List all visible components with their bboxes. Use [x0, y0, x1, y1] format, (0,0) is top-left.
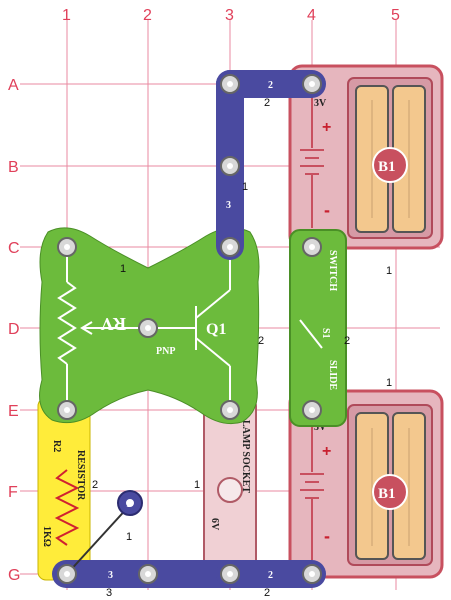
wire-vertical-number: 3 [226, 200, 231, 211]
battery-symbol-top [300, 96, 324, 228]
battery-minus-bottom: - [324, 526, 330, 546]
row-label-c: C [8, 240, 20, 257]
transistor-symbol [158, 256, 231, 402]
row-label-f: F [8, 484, 18, 501]
resistor-label: R2 [51, 440, 62, 452]
wire-top-below-number: 2 [264, 97, 270, 109]
battery-holder-top[interactable]: B1 3V + - [288, 64, 444, 250]
battery-minus-top: - [324, 200, 330, 220]
battery-plus-top: + [322, 119, 331, 136]
lamp-name: LAMP SOCKET [240, 420, 251, 493]
battery-label-disc-top [372, 147, 408, 183]
lamp-level-number: 1 [194, 479, 200, 491]
row-label-b: B [8, 159, 19, 176]
wire-bottom-left-number: 3 [108, 570, 113, 581]
column-label-1: 1 [62, 7, 71, 24]
resistor-level-number: 2 [92, 479, 98, 491]
row-label-d: D [8, 321, 20, 338]
column-label-4: 4 [307, 7, 316, 24]
wire-vertical-side-number: 1 [242, 181, 248, 193]
q1-type: PNP [156, 346, 175, 357]
probe-label: 1 [126, 499, 131, 510]
switch-level-number: 2 [344, 335, 350, 347]
rv-label: RV [101, 314, 126, 334]
wire-bottom-right-below-number: 2 [264, 587, 270, 599]
row-label-a: A [8, 77, 19, 94]
wire-bottom-right[interactable] [216, 560, 326, 588]
column-label-3: 3 [225, 7, 234, 24]
battery-label-top: B1 [378, 159, 396, 175]
lamp-socket[interactable]: LAMP SOCKET 6V [203, 397, 257, 581]
q1-label: Q1 [206, 321, 226, 338]
switch-kind: SLIDE [327, 360, 338, 390]
lamp-bulb [217, 477, 243, 503]
probe-level-number: 1 [126, 531, 132, 543]
wire-top-number: 2 [268, 80, 273, 91]
wire-bottom-left-below-number: 3 [106, 587, 112, 599]
battery-voltage-bottom: 3V [314, 422, 327, 433]
resistor-name: RESISTOR [75, 450, 86, 501]
battery-label-bottom: B1 [378, 486, 396, 502]
slide-switch-s1[interactable]: S1 SWITCH SLIDE [289, 229, 347, 427]
resistor-r2[interactable]: R2 RESISTOR 1KΩ [37, 397, 91, 581]
battery-plus-bottom: + [322, 443, 331, 460]
column-label-5: 5 [391, 7, 400, 24]
row-label-g: G [8, 567, 20, 584]
lamp-voltage: 6V [209, 518, 220, 531]
switch-label: S1 [320, 328, 331, 339]
battery-voltage-top: 3V [314, 98, 327, 109]
switch-symbol [299, 319, 323, 349]
battery-holder-bottom[interactable]: B1 3V + - [288, 389, 444, 579]
switch-name: SWITCH [327, 250, 338, 291]
battery-bottom-level-number: 1 [386, 377, 392, 389]
q1-level-number: 2 [258, 335, 264, 347]
column-label-2: 2 [143, 7, 152, 24]
battery-top-level-number: 1 [386, 265, 392, 277]
resistor-value: 1KΩ [41, 526, 52, 547]
snap-stud-centers [64, 81, 315, 577]
resistor-zigzag [54, 469, 80, 546]
row-label-e: E [8, 403, 19, 420]
wire-bottom-right-number: 2 [268, 570, 273, 581]
rv-level-number: 1 [120, 263, 126, 275]
probe-jumper[interactable] [66, 490, 143, 575]
battery-label-disc-bottom [372, 474, 408, 510]
